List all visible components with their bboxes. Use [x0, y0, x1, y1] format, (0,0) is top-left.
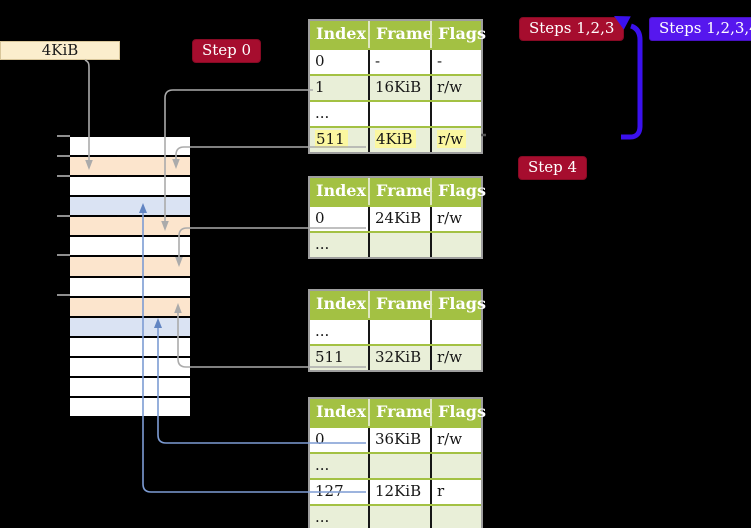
table-cell: [368, 320, 430, 344]
table-row: 0 --: [310, 48, 481, 74]
table-cell: r/w: [430, 207, 481, 231]
table-cell: r/w: [430, 76, 481, 100]
memory-frame-row-white: [70, 337, 190, 358]
table-cell: 1: [315, 78, 325, 96]
column-header: Index: [316, 24, 367, 43]
highlighted-value: 511: [315, 130, 348, 148]
table-cell: 24KiB: [368, 207, 430, 231]
table-row: ...: [310, 452, 481, 478]
column-header: Flags: [430, 291, 486, 318]
table-cell: 511: [310, 128, 368, 152]
table-cell: r/w: [430, 346, 481, 370]
table-cell: 32KiB: [368, 346, 430, 370]
table-cell: ...: [315, 322, 330, 340]
table-cell: 16KiB: [368, 76, 430, 100]
memory-frame-row-peach: [70, 297, 190, 318]
column-header: Frame: [368, 178, 433, 205]
memory-tick: [57, 155, 70, 157]
frame-size-label: 4KiB: [0, 41, 120, 60]
table-cell: 511: [315, 348, 344, 366]
memory-tick: [57, 254, 70, 256]
table-cell: [368, 233, 430, 257]
table-cell: [430, 506, 481, 528]
highlighted-value: r/w: [437, 130, 467, 148]
table-row: ...: [310, 318, 481, 344]
table-cell: 12KiB: [368, 480, 430, 504]
memory-frame-row-white: [70, 277, 190, 298]
table-cell: [430, 102, 481, 126]
table-cell: [368, 102, 430, 126]
memory-tick: [57, 135, 70, 137]
table-cell: 0: [315, 430, 325, 448]
table-cell: ...: [315, 508, 330, 526]
table-cell: 4KiB: [368, 128, 430, 152]
table-cell: [430, 320, 481, 344]
column-header: Flags: [430, 178, 486, 205]
badge-steps-123: Steps 1,2,3: [519, 17, 625, 41]
memory-frame-row-white: [70, 377, 190, 399]
memory-frame-row-peach: [70, 257, 190, 278]
badge-step-0: Step 0: [192, 39, 262, 63]
column-header: Index: [316, 402, 367, 421]
table-cell: 36KiB: [368, 428, 430, 452]
badge-step-4: Step 4: [518, 156, 588, 180]
memory-tick: [57, 294, 70, 296]
highlighted-value: 4KiB: [375, 130, 416, 148]
column-header: Frame: [368, 21, 433, 48]
memory-tick: [57, 215, 70, 217]
table-cell: -: [430, 50, 481, 74]
physical-memory-stack: [70, 137, 190, 417]
memory-frame-row-white: [70, 398, 190, 417]
table-cell: r/w: [430, 428, 481, 452]
table-row: ...: [310, 504, 481, 528]
memory-frame-row-white: [70, 237, 190, 258]
table-cell: 0: [315, 52, 325, 70]
table-cell: 127: [315, 482, 344, 500]
column-header: Index: [316, 181, 367, 200]
memory-frame-row-white: [70, 357, 190, 378]
memory-frame-row-white: [70, 177, 190, 198]
memory-frame-row-white: [70, 137, 190, 158]
table-cell: -: [368, 50, 430, 74]
table-cell: ...: [315, 235, 330, 253]
column-header: Flags: [430, 399, 486, 426]
table-cell: ...: [315, 456, 330, 474]
column-header: Frame: [368, 399, 433, 426]
table-cell: r: [430, 480, 481, 504]
table-cell: r/w: [430, 128, 481, 152]
table-row: ...: [310, 231, 481, 257]
column-header: Frame: [368, 291, 433, 318]
memory-frame-row-blue: [70, 197, 190, 218]
badge-steps-1234: Steps 1,2,3,4: [649, 17, 751, 41]
table-cell: [430, 454, 481, 478]
table-row: ...: [310, 100, 481, 126]
column-header: Index: [316, 294, 367, 313]
memory-tick: [57, 175, 70, 177]
table-cell: 0: [315, 209, 325, 227]
table-cell: [368, 506, 430, 528]
memory-frame-row-blue: [70, 317, 190, 338]
table-cell: [430, 233, 481, 257]
table-cell: [368, 454, 430, 478]
table-cell: ...: [315, 104, 330, 122]
memory-frame-row-peach: [70, 157, 190, 178]
column-header: Flags: [430, 21, 486, 48]
table-row: 511 4KiB r/w: [310, 126, 481, 152]
memory-frame-row-peach: [70, 217, 190, 238]
